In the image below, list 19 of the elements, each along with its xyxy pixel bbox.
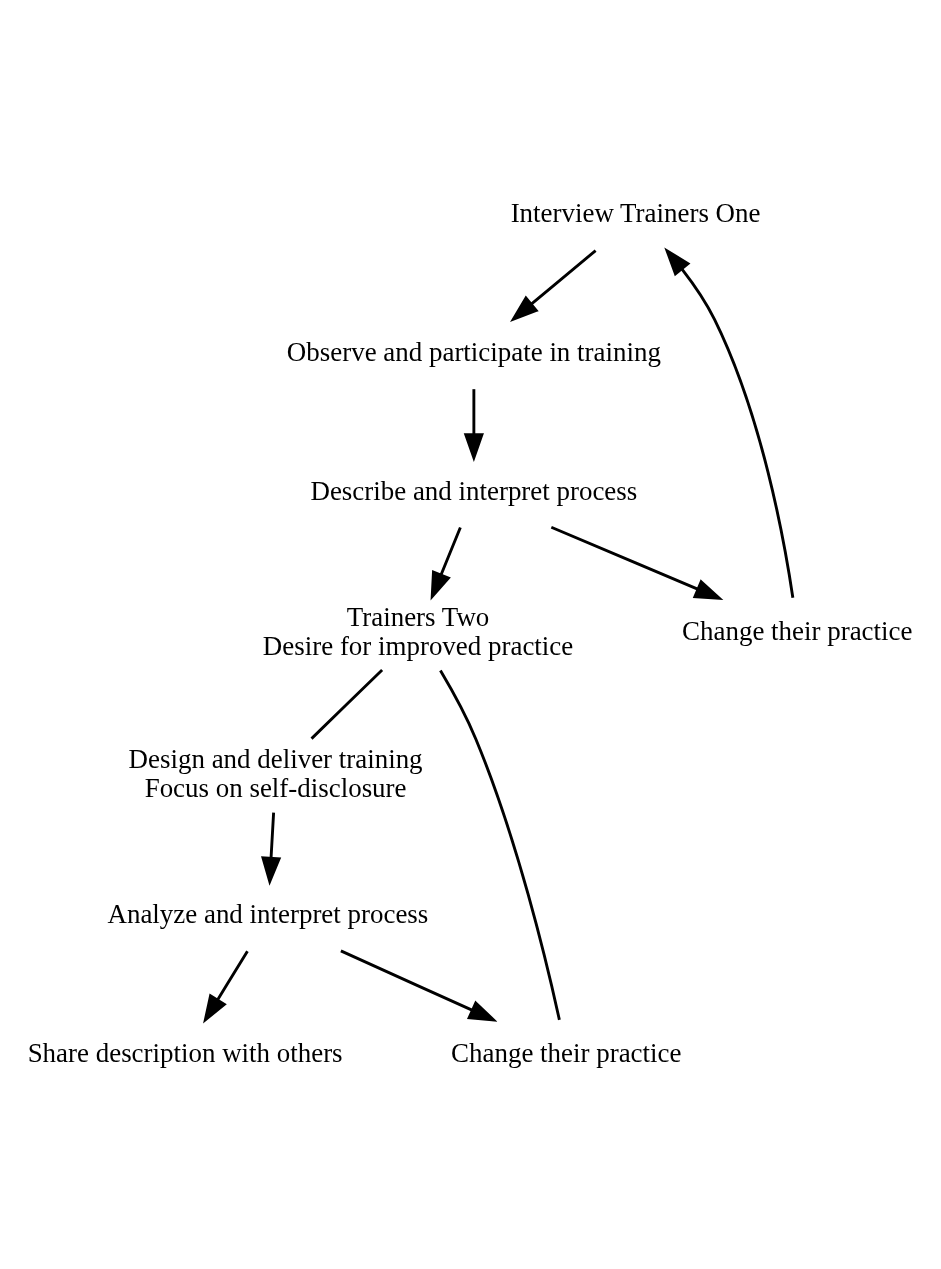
- arrow: [261, 812, 282, 886]
- arrow: [203, 950, 249, 1024]
- node-text: Trainers Two Desire for improved practice: [262, 601, 574, 661]
- arrow: [430, 526, 462, 600]
- node-text: Change their practice: [682, 615, 913, 646]
- node-text: Describe and interpret process: [310, 475, 638, 506]
- connector: [439, 669, 561, 1020]
- arrow: [510, 248, 597, 322]
- node-text: Design and deliver training Focus on self-disclosure: [128, 743, 423, 803]
- node-text: Share description with others: [27, 1037, 343, 1068]
- node-text: Observe and participate in training: [286, 336, 661, 367]
- node-text: Change their practice: [451, 1037, 682, 1068]
- arrow: [340, 949, 498, 1022]
- arrow: [550, 525, 724, 600]
- arrow: [463, 388, 484, 462]
- connector: [310, 668, 384, 740]
- arrow: [664, 246, 795, 598]
- node-text: Interview Trainers One: [510, 197, 761, 228]
- node-text: Analyze and interpret process: [107, 898, 429, 929]
